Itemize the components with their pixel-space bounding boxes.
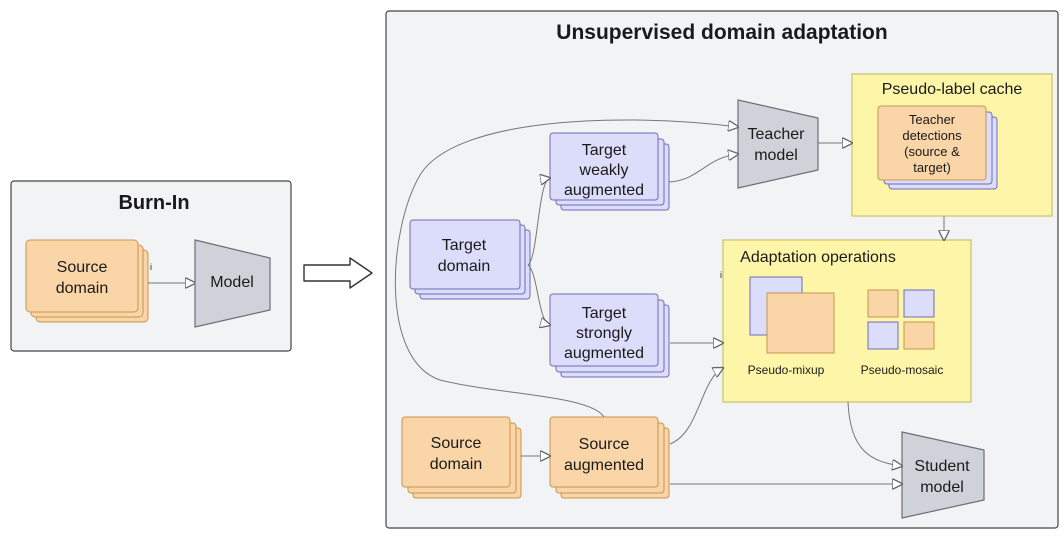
connector-augmented-to-adaptation [669, 368, 723, 445]
teacher-detections-label-4: target) [913, 160, 951, 175]
connector-target-to-strong [527, 264, 550, 325]
target-domain-label-2: domain [438, 258, 490, 275]
pseudo-label-cache-title: Pseudo-label cache [882, 81, 1023, 98]
pseudo-mosaic-label: Pseudo-mosaic [861, 363, 944, 377]
uda-stray-mark: i [720, 270, 722, 280]
connector-target-to-weak [527, 178, 550, 266]
burn-in-source-domain-stack: Source domain [25, 239, 149, 323]
uda-source-domain-stack: Source domain [401, 416, 522, 499]
pseudo-mixup-icon [749, 276, 835, 354]
burn-in-model-label: Model [210, 274, 254, 291]
burn-in-model-shape: Model [194, 239, 271, 328]
adaptation-operations-title: Adaptation operations [740, 249, 896, 266]
target-weakly-label-2: weakly [579, 162, 629, 179]
transition-arrow-icon [303, 257, 373, 289]
student-model-label-2: model [920, 479, 964, 496]
connector-weak-to-teacher [668, 154, 738, 183]
teacher-model-shape: Teacher model [737, 99, 819, 189]
source-augmented-label-2: augmented [564, 457, 644, 474]
student-model-shape: Student model [901, 431, 985, 519]
burn-in-source-domain-label-2: domain [56, 280, 108, 297]
teacher-detections-label-3: (source & [904, 144, 960, 159]
teacher-detections-label-2: detections [902, 128, 962, 143]
source-augmented-stack: Source augmented [549, 416, 670, 499]
connector-adaptation-to-student [847, 401, 902, 466]
connector-loop-to-teacher [394, 119, 738, 418]
burn-in-title: Burn-In [118, 192, 189, 214]
student-model-label-1: Student [914, 458, 970, 475]
teacher-detections-label-1: Teacher [909, 112, 956, 127]
target-weakly-label-3: augmented [564, 182, 644, 199]
pseudo-mixup-label: Pseudo-mixup [748, 363, 825, 377]
target-domain-stack: Target domain [409, 219, 531, 300]
target-weakly-label-1: Target [582, 142, 627, 159]
teacher-detections-stack: Teacher detections (source & target) [877, 105, 998, 190]
target-strongly-label-2: strongly [576, 325, 632, 342]
target-strongly-label-1: Target [582, 305, 627, 322]
pseudo-mosaic-icon [867, 289, 935, 350]
target-weakly-augmented-stack: Target weakly augmented [549, 132, 670, 211]
teacher-model-label-1: Teacher [748, 126, 806, 143]
uda-source-domain-label-2: domain [430, 456, 482, 473]
uda-source-domain-label-1: Source [431, 435, 482, 452]
burn-in-source-domain-label-1: Source [57, 259, 108, 276]
source-augmented-label-1: Source [579, 436, 630, 453]
uda-title: Unsupervised domain adaptation [556, 21, 887, 44]
target-strongly-augmented-stack: Target strongly augmented [549, 293, 670, 378]
target-strongly-label-3: augmented [564, 345, 644, 362]
burn-in-stray-mark: i [150, 262, 152, 272]
teacher-model-label-2: model [754, 147, 798, 164]
target-domain-label-1: Target [442, 237, 487, 254]
